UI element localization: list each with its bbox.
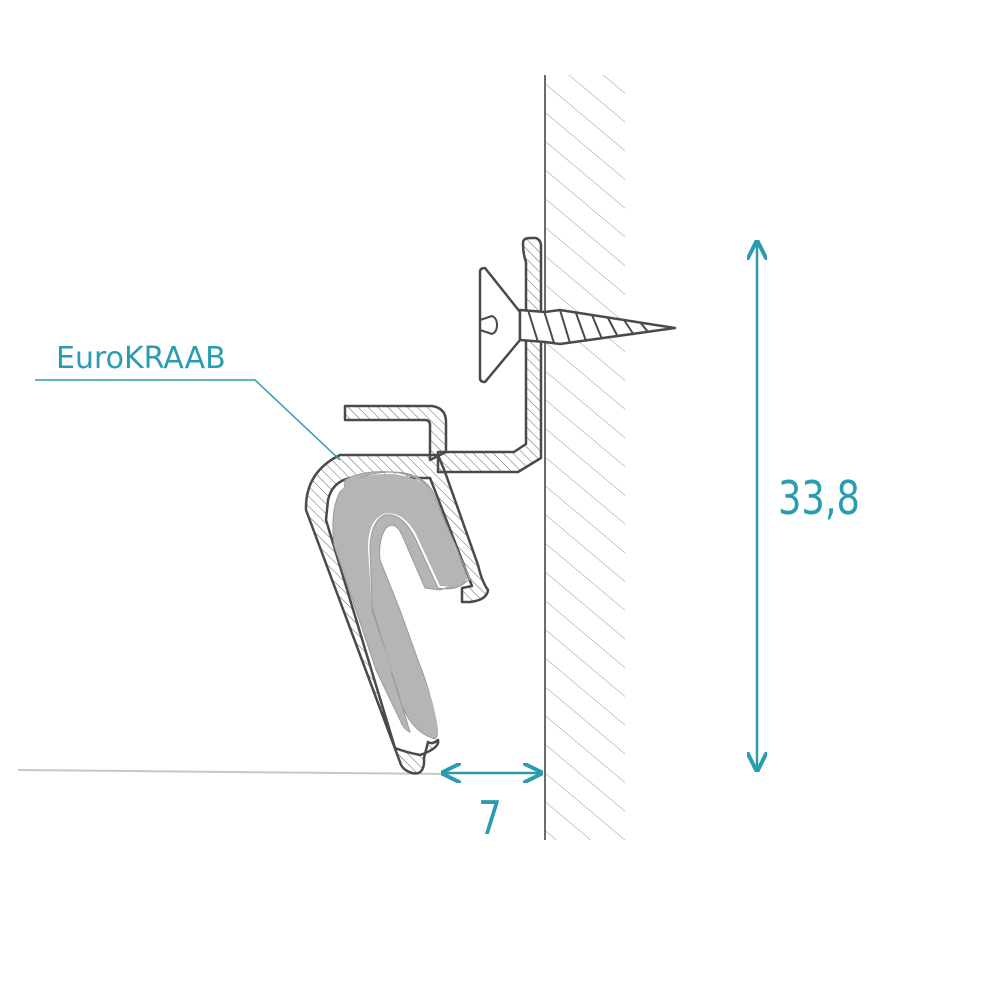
wall-hatching (545, 75, 625, 840)
screw-slot (479, 314, 499, 336)
screw-icon (478, 266, 677, 384)
screw-head (478, 266, 522, 384)
wall (544, 75, 625, 840)
profile-label: EuroKRAAB (35, 341, 341, 461)
depth-dimension: 7 (443, 773, 541, 845)
profile-top-hook (343, 404, 448, 462)
profile-mounting-flange (436, 236, 543, 474)
label-leader-line (35, 379, 341, 461)
depth-dimension-value: 7 (478, 791, 502, 845)
profile-name-label: EuroKRAAB (56, 341, 226, 376)
height-dimension-value: 33,8 (778, 471, 860, 525)
fabric-insert-core (339, 473, 468, 733)
height-dimension: 33,8 (757, 242, 860, 770)
screw-threads (527, 309, 649, 344)
profile-main-body (304, 453, 490, 775)
floor-line (17, 769, 446, 775)
